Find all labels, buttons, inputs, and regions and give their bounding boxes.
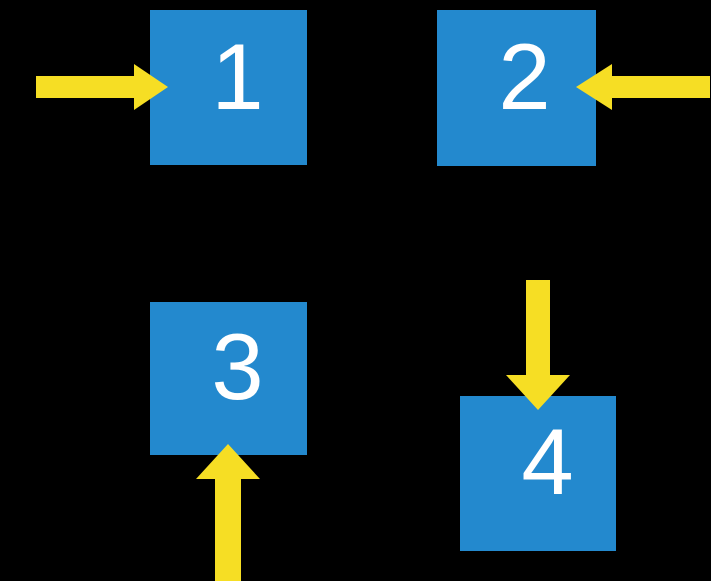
block-node-4[interactable] <box>460 396 616 551</box>
block-node-3-label: 3 <box>211 314 264 419</box>
block-node-2[interactable] <box>437 10 596 166</box>
arrow-left-icon-into-node-2 <box>576 64 710 110</box>
block-node-3[interactable] <box>150 302 307 455</box>
block-node-1-label: 1 <box>211 24 264 129</box>
arrow-up-icon-into-node-3 <box>196 442 260 581</box>
arrow-right-icon-into-node-1 <box>36 64 168 110</box>
block-node-2-label: 2 <box>498 24 551 129</box>
block-node-4-label: 4 <box>521 409 574 514</box>
block-node-1[interactable] <box>150 10 307 165</box>
arrow-down-icon-into-node-4 <box>506 280 570 412</box>
